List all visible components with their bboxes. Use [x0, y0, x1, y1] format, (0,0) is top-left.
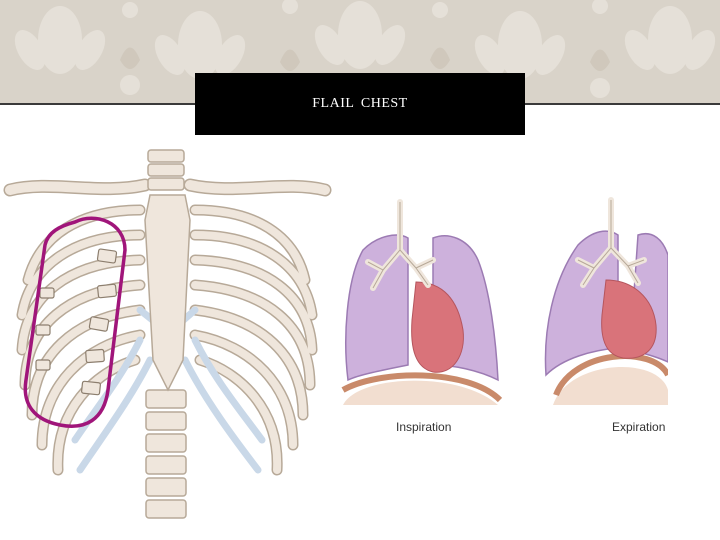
expiration-caption: Expiration	[612, 420, 665, 434]
expiration-panel	[545, 200, 668, 405]
lung-diagram	[338, 190, 668, 420]
inspiration-panel	[343, 202, 500, 405]
inspiration-caption: Inspiration	[396, 420, 451, 434]
title-box: FLAIL CHEST	[195, 73, 525, 135]
slide-title: FLAIL CHEST	[195, 73, 525, 135]
rib-cage-illustration	[0, 140, 335, 525]
